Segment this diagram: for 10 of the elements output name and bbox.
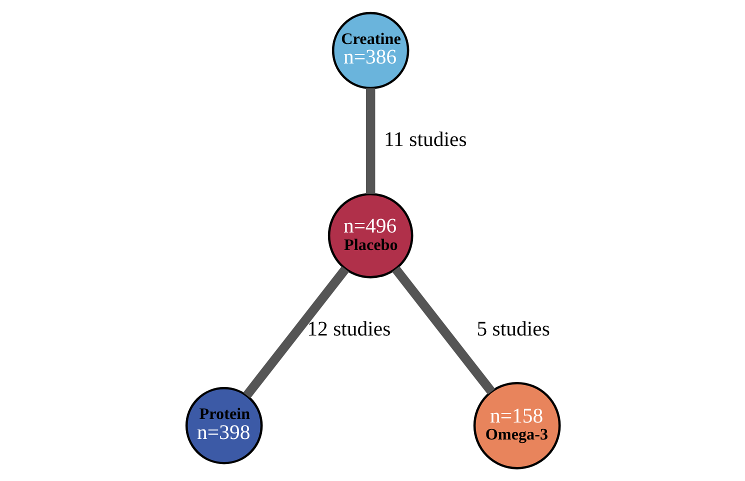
edge-label: 12 studies <box>306 318 390 340</box>
node-circle: Creatine n=386 <box>331 12 409 90</box>
node-circle: n=158 Omega-3 <box>472 382 560 470</box>
connector <box>392 266 495 395</box>
edge-label: 5 studies <box>476 318 550 340</box>
node-circle: Protein n=398 <box>184 387 262 464</box>
connector <box>365 88 375 194</box>
connector <box>242 266 349 398</box>
node-circle: n=496 Placebo <box>327 193 413 278</box>
edge-label: 11 studies <box>383 129 466 152</box>
